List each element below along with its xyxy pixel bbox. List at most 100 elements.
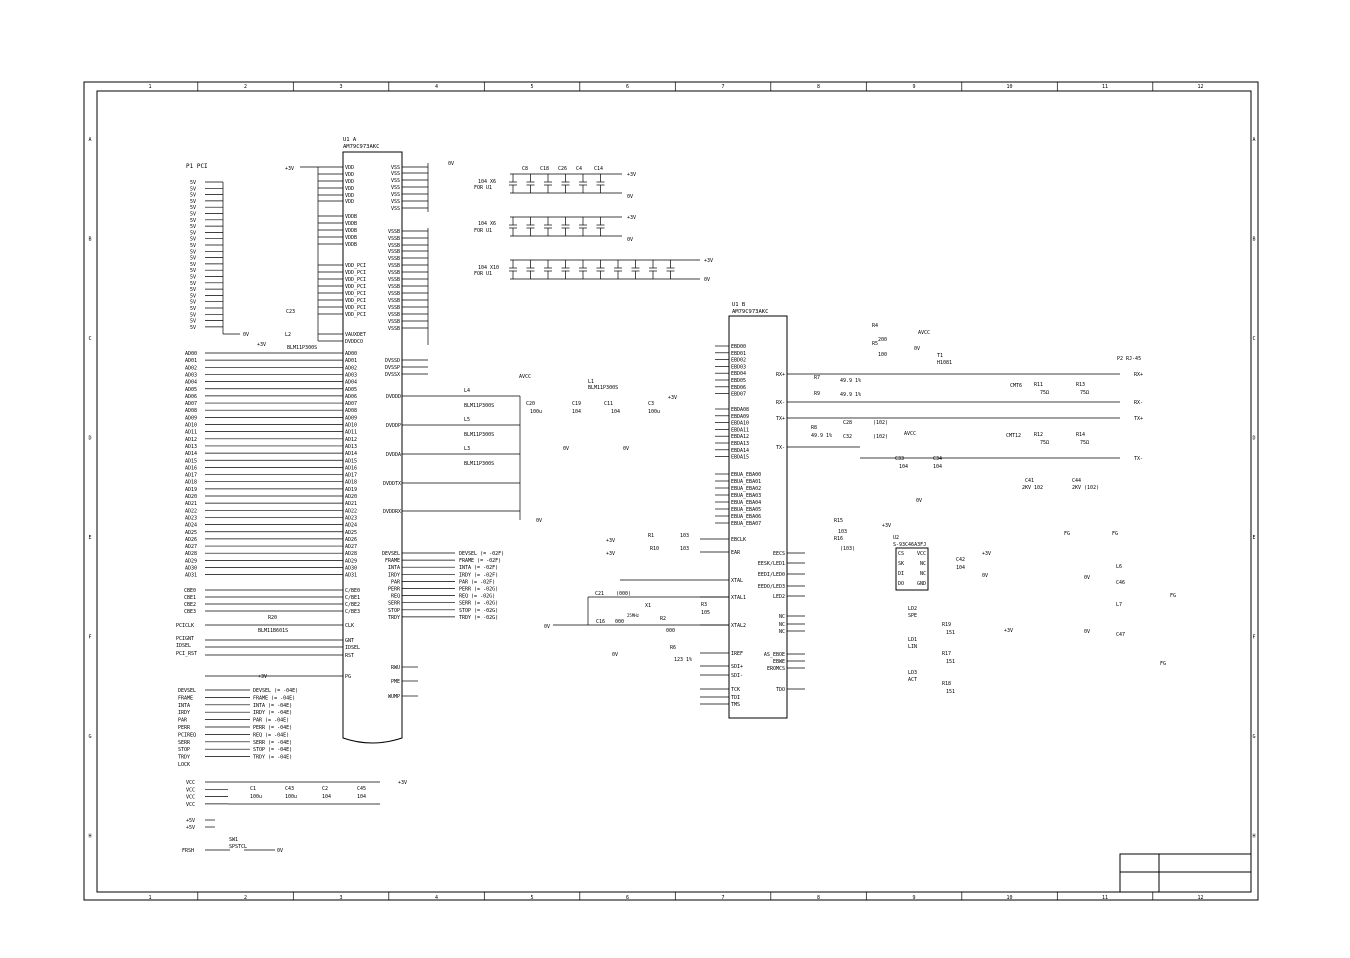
p1-ctrl2-label: TRDY (178, 755, 190, 761)
u2-pin-label: VCC (917, 551, 926, 557)
u1a-pin-label: DVDDA (386, 452, 401, 458)
p1-ctrl2-net: PERR (= -04E) (253, 725, 292, 731)
u1a-pin-label: VDDB (345, 242, 357, 248)
inductor-label: L3 (464, 446, 470, 452)
u1a-ad-label: AD30 (345, 566, 357, 572)
u1b-pin-label: EBWE (773, 659, 785, 665)
p1-ad-label: AD24 (185, 523, 197, 529)
u1b-pin-label: EEDI/LED0 (758, 572, 785, 578)
u2-pin-label: DO (898, 581, 904, 587)
u1a-ctrl-net: PAR (= -02F) (459, 579, 495, 585)
gnd-label: 0V (982, 573, 988, 579)
p1-ad-label: AD17 (185, 473, 197, 479)
u1a-pin-label: VSSB (388, 236, 400, 242)
u1a-ad-label: AD29 (345, 558, 357, 564)
c41-val: 2KV 102 (1022, 485, 1043, 491)
row-label-left: H (88, 834, 91, 840)
u1b-right-pins: EECSEESK/LED1EEDI/LED0EEDO/LED3LED2NCNCN… (758, 372, 860, 693)
col-label-bottom: 9 (912, 895, 915, 901)
cap-group-sub: FOR U1 (474, 271, 492, 277)
fg-label: FG (1170, 593, 1176, 599)
u1a-pin-label: VDDB (345, 228, 357, 234)
col-label-top: 8 (817, 84, 820, 90)
u1a-pin-label: DVDDP (386, 423, 401, 429)
c20-val: 100u (530, 409, 542, 415)
p1-ctrl2-label: PCIREQ (178, 732, 196, 738)
u1a-ad-label: AD16 (345, 465, 357, 471)
p3v-label: +3V (704, 258, 713, 264)
u1a-ctrl-net: INTA (= -02F) (459, 565, 498, 571)
p1-ad-label: AD27 (185, 544, 197, 550)
u1a-ad-label: AD17 (345, 473, 357, 479)
u1a-ad-label: AD07 (345, 401, 357, 407)
p1-5v-label: 5V (190, 249, 196, 255)
u1b-pin-label: AS_EBOE (764, 652, 785, 658)
u1b-pin-label: EBDA08 (731, 407, 749, 413)
r12-label: R12 (1034, 432, 1043, 438)
c16-label: C16 (596, 619, 605, 625)
u1b-pin-label: NC (779, 614, 785, 620)
p1-5v-label: 5V (190, 281, 196, 287)
u1b-pin-label: TCK (731, 687, 740, 693)
row-label-right: C (1252, 336, 1255, 342)
p1-5v-label: 5V (190, 205, 196, 211)
p1-ctrl2-net: DEVSEL (= -04E) (253, 688, 298, 694)
row-label-right: G (1252, 734, 1255, 740)
p5v-label: +5V (186, 818, 195, 824)
col-label-bottom: 3 (339, 895, 342, 901)
r12-val: 75Ω (1040, 440, 1049, 446)
p1-ctrl2-net: TRDY (= -04E) (253, 755, 292, 761)
u1b-pin-label: EBD04 (731, 371, 746, 377)
u1a-pin-label: DVSSP (385, 365, 400, 371)
row-label-right: B (1252, 237, 1255, 243)
fg-label: FG (1160, 661, 1166, 667)
led-label: LD2 (908, 606, 917, 612)
u1a-pin-label: VSS (391, 199, 400, 205)
gnd-label: 0V (536, 518, 542, 524)
col-label-bottom: 11 (1102, 895, 1108, 901)
u1b-pin-label: EBD05 (731, 378, 746, 384)
u1b-pin-label: EBUA_EBA03 (731, 493, 761, 499)
u1a-pin-label: VSSB (388, 263, 400, 269)
u1a-ctrl-label: INTA (388, 565, 400, 571)
p3v-label: +3V (285, 166, 294, 172)
r16-label: R16 (834, 536, 843, 542)
p1-ctrl2-net: FRAME (= -04E) (253, 695, 295, 701)
res-label: R18 (942, 681, 951, 687)
avcc-label: AVCC (519, 374, 531, 380)
u1a-right-pins: VSSVSSVSSVSSVSSVSSVSSVSSBVSSBVSSBVSSBVSS… (383, 161, 677, 524)
r20-label: R20 (268, 615, 277, 621)
p3v-label: +3V (606, 551, 615, 557)
r3-val: 105 (701, 610, 710, 616)
p3v-label: +3V (668, 395, 677, 401)
cap-group-sub: FOR U1 (474, 228, 492, 234)
avcc-label: AVCC (918, 330, 930, 336)
p1-ad-label: AD31 (185, 573, 197, 579)
u1a-clk-label: GNT (345, 638, 354, 644)
p2-label: P2 RJ-45 (1117, 356, 1141, 362)
col-label-bottom: 12 (1197, 895, 1203, 901)
p1-cbe-label: CBE0 (184, 588, 196, 594)
u1a-ad-label: AD00 (345, 351, 357, 357)
r13-val: 75Ω (1080, 390, 1089, 396)
p3v-label: +3V (398, 780, 407, 786)
u1a-ctrl-net: PERR (= -02G) (459, 587, 498, 593)
c28-val: (102) (873, 420, 888, 426)
p1-ctrl-label: PCI_RST (176, 651, 197, 657)
r5-label: R5 (872, 341, 878, 347)
u2-body (895, 547, 929, 591)
avcc-label: AVCC (904, 431, 916, 437)
row-label-right: D (1252, 436, 1255, 442)
c44-label: C44 (1072, 478, 1081, 484)
p1-5v-label: 5V (190, 275, 196, 281)
row-label-right: F (1252, 635, 1255, 641)
u1b-pin-label: EBD01 (731, 351, 746, 357)
u1a-pin-label: VDD_PCI (345, 298, 366, 304)
vcc-label: VCC (186, 780, 195, 786)
u1a-ad-label: AD01 (345, 358, 357, 364)
u1a-clk-label: IDSEL (345, 645, 360, 651)
u1b-pin-label: EBUA_EBA00 (731, 472, 761, 478)
p1-ad-label: AD14 (185, 451, 197, 457)
u1a-pin-label: VDDB (345, 221, 357, 227)
